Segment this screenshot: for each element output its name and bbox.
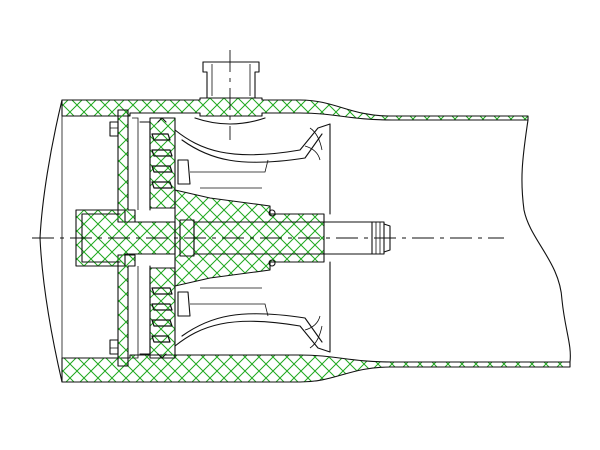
impeller: [174, 123, 331, 353]
inlet-cover-plate: [109, 109, 151, 367]
impeller-shroud-bottom: [174, 261, 331, 353]
impeller-shroud-top: [174, 123, 331, 215]
inlet-shell: [39, 99, 63, 383]
guide-vanes: [149, 117, 176, 359]
outer-casing-section: [39, 97, 571, 383]
cover-plate-top: [117, 109, 136, 223]
casing-bottom-wall: [61, 354, 571, 383]
top-nozzle: [194, 61, 266, 125]
impeller-hub: [174, 189, 325, 287]
cover-plate-bottom: [117, 254, 136, 367]
pipe-right-end: [521, 119, 571, 363]
casing-top-wall: [61, 97, 529, 121]
